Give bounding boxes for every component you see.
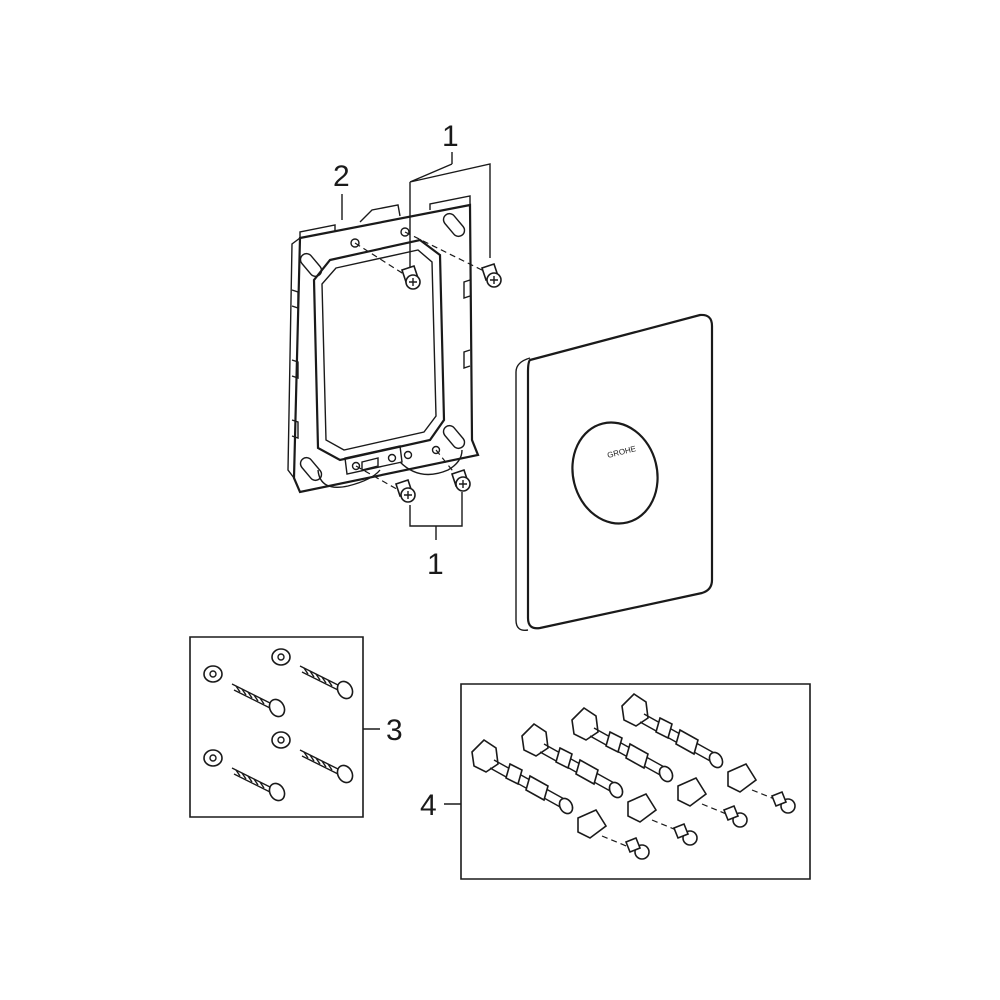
wall-plug-set — [189, 636, 364, 818]
connector-icon — [521, 722, 698, 846]
callout-label: 3 — [386, 714, 403, 747]
cover-plate: GROHE — [515, 313, 714, 631]
screw-icon — [400, 264, 421, 290]
screw-icon — [450, 468, 471, 492]
wall-plug-icon — [271, 731, 354, 784]
mounting-frame — [287, 195, 480, 494]
wall-plug-icon — [203, 665, 286, 718]
top-screws — [354, 231, 502, 290]
callout-connector-set: 4 — [420, 789, 461, 822]
connector-icon — [621, 692, 796, 814]
callout-label: 4 — [420, 789, 437, 822]
callout-frame: 2 — [333, 160, 350, 220]
callout-top-screws: 1 — [409, 120, 491, 268]
screw-icon — [480, 262, 502, 288]
sensor-window — [571, 421, 659, 525]
connector-icon — [571, 706, 748, 828]
callout-wall-plug-set: 3 — [363, 714, 403, 747]
connector-set — [460, 683, 811, 880]
bottom-screws — [355, 449, 471, 503]
callout-label: 1 — [427, 548, 444, 581]
connector-icon — [471, 738, 650, 860]
callout-bottom-screws: 1 — [409, 492, 463, 581]
wall-plug-icon — [203, 749, 286, 802]
grohe-logo-icon: GROHE — [606, 444, 637, 460]
wall-plug-icon — [271, 648, 354, 700]
screw-icon — [394, 478, 416, 503]
callout-label: 1 — [442, 120, 459, 153]
callout-label: 2 — [333, 160, 350, 193]
